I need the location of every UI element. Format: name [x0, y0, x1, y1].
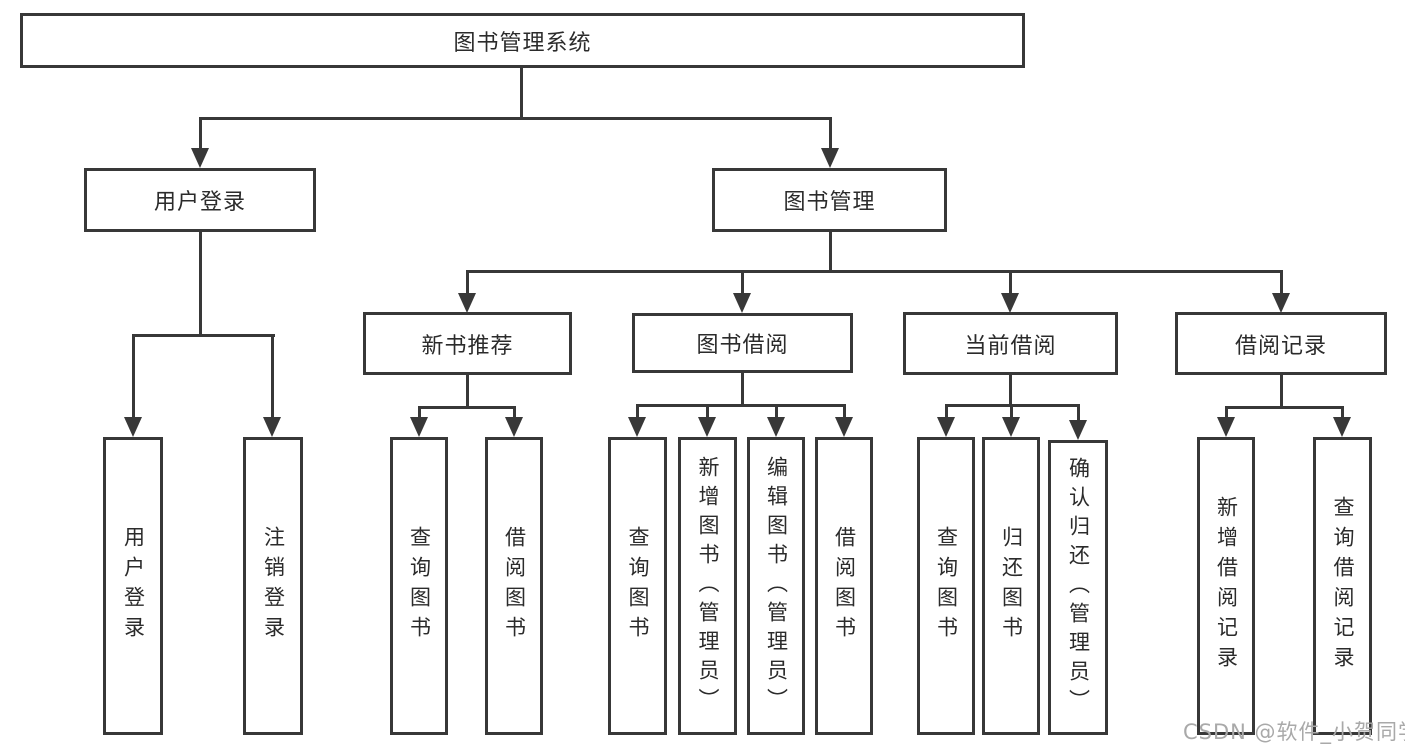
node-book-borrowing: 图书借阅 — [632, 313, 853, 373]
node-label: 查询图书 — [626, 526, 650, 646]
connector-leaf-drop — [271, 334, 274, 419]
connector-level2-rail — [466, 270, 1283, 273]
connector-level3-drop — [1009, 270, 1012, 296]
arrow-down-icon — [124, 417, 142, 437]
connector-leaf-drop — [513, 406, 516, 419]
node-current-borrowing: 当前借阅 — [903, 312, 1118, 375]
arrow-down-icon — [1272, 293, 1290, 313]
arrow-down-icon — [1333, 417, 1351, 437]
node-label: 归还图书 — [999, 526, 1024, 646]
connector-leaf-drop — [775, 404, 778, 419]
node-book-management: 图书管理 — [712, 168, 947, 232]
connector-book-mgmt-stem — [829, 232, 832, 273]
node-new-book-recommend: 新书推荐 — [363, 312, 572, 375]
node-label: 查询图书 — [934, 526, 959, 646]
leaf-query-books-current: 查询图书 — [917, 437, 975, 735]
connector-level3-drop — [466, 270, 469, 296]
connector-leaf-drop — [945, 404, 948, 419]
node-label: 用户登录 — [121, 526, 146, 646]
connector-leaf-drop — [636, 404, 639, 419]
node-label: 编辑图书（管理员） — [764, 455, 789, 717]
arrow-down-icon — [458, 293, 476, 313]
node-label: 图书管理 — [783, 190, 876, 215]
leaf-borrow-books: 借阅图书 — [815, 437, 873, 735]
node-label: 借阅记录 — [1234, 333, 1327, 359]
leaf-confirm-return-admin: 确认归还（管理员） — [1048, 440, 1108, 735]
arrow-down-icon — [698, 417, 716, 437]
arrow-down-icon — [263, 417, 281, 437]
node-label: 查询借阅记录 — [1331, 496, 1355, 676]
leaf-query-books-recommend: 查询图书 — [390, 437, 448, 735]
connector-level3-drop — [741, 270, 744, 296]
arrow-down-icon — [937, 417, 955, 437]
arrow-down-icon — [628, 417, 646, 437]
node-library-management-system: 图书管理系统 — [20, 13, 1025, 68]
node-label: 图书管理系统 — [453, 30, 592, 56]
connector-leaf-drop — [1341, 406, 1344, 419]
connector-new-book-rail — [418, 406, 516, 409]
arrow-down-icon — [1002, 417, 1020, 437]
connector-user-login-stem — [199, 232, 202, 336]
leaf-query-books-borrowing: 查询图书 — [608, 437, 667, 735]
leaf-query-borrow-record: 查询借阅记录 — [1313, 437, 1372, 735]
node-label: 查询图书 — [407, 526, 432, 646]
connector-level3-drop — [1280, 270, 1283, 296]
arrow-down-icon — [1217, 417, 1235, 437]
arrow-down-icon — [821, 148, 839, 168]
connector-user-login-rail — [132, 334, 275, 337]
connector-leaf-drop — [1077, 404, 1080, 422]
arrow-down-icon — [1069, 420, 1087, 440]
arrow-down-icon — [505, 417, 523, 437]
connector-leaf-drop — [1225, 406, 1228, 419]
connector-borrow-record-rail — [1225, 406, 1344, 409]
node-label: 新增图书（管理员） — [696, 455, 720, 717]
arrow-down-icon — [410, 417, 428, 437]
connector-root-stem — [520, 66, 523, 120]
node-label: 新书推荐 — [421, 333, 514, 359]
node-label: 借阅图书 — [832, 526, 857, 646]
node-label: 用户登录 — [153, 190, 246, 215]
leaf-user-login: 用户登录 — [103, 437, 163, 735]
connector-leaf-drop — [843, 404, 846, 419]
node-label: 确认归还（管理员） — [1066, 457, 1091, 718]
connector-leaf-drop — [132, 334, 135, 419]
leaf-add-borrow-record: 新增借阅记录 — [1197, 437, 1255, 735]
connector-leaf-drop — [1010, 404, 1013, 419]
arrow-down-icon — [191, 148, 209, 168]
connector-user-login-drop — [199, 117, 202, 151]
node-label: 新增借阅记录 — [1214, 496, 1239, 676]
leaf-add-books-admin: 新增图书（管理员） — [678, 437, 737, 735]
node-label: 当前借阅 — [964, 333, 1057, 359]
leaf-logout: 注销登录 — [243, 437, 303, 735]
node-label: 借阅图书 — [502, 526, 527, 646]
node-label: 注销登录 — [261, 526, 286, 646]
connector-borrow-record-stem — [1280, 375, 1283, 408]
arrow-down-icon — [835, 417, 853, 437]
arrow-down-icon — [733, 293, 751, 313]
arrow-down-icon — [1001, 293, 1019, 313]
connector-current-borrow-stem — [1009, 375, 1012, 406]
node-user-login: 用户登录 — [84, 168, 316, 232]
connector-level1-rail — [199, 117, 832, 120]
node-label: 图书借阅 — [696, 333, 789, 358]
connector-book-borrow-rail — [636, 404, 846, 407]
leaf-borrow-books-recommend: 借阅图书 — [485, 437, 543, 735]
leaf-return-books: 归还图书 — [982, 437, 1040, 735]
connector-leaf-drop — [706, 404, 709, 419]
leaf-edit-books-admin: 编辑图书（管理员） — [747, 437, 805, 735]
node-borrowing-records: 借阅记录 — [1175, 312, 1387, 375]
connector-new-book-stem — [466, 375, 469, 408]
connector-book-borrow-stem — [741, 373, 744, 407]
connector-book-mgmt-drop — [829, 117, 832, 151]
connector-leaf-drop — [418, 406, 421, 419]
csdn-watermark: CSDN @软件_小贺同学 — [1183, 720, 1405, 744]
arrow-down-icon — [767, 417, 785, 437]
